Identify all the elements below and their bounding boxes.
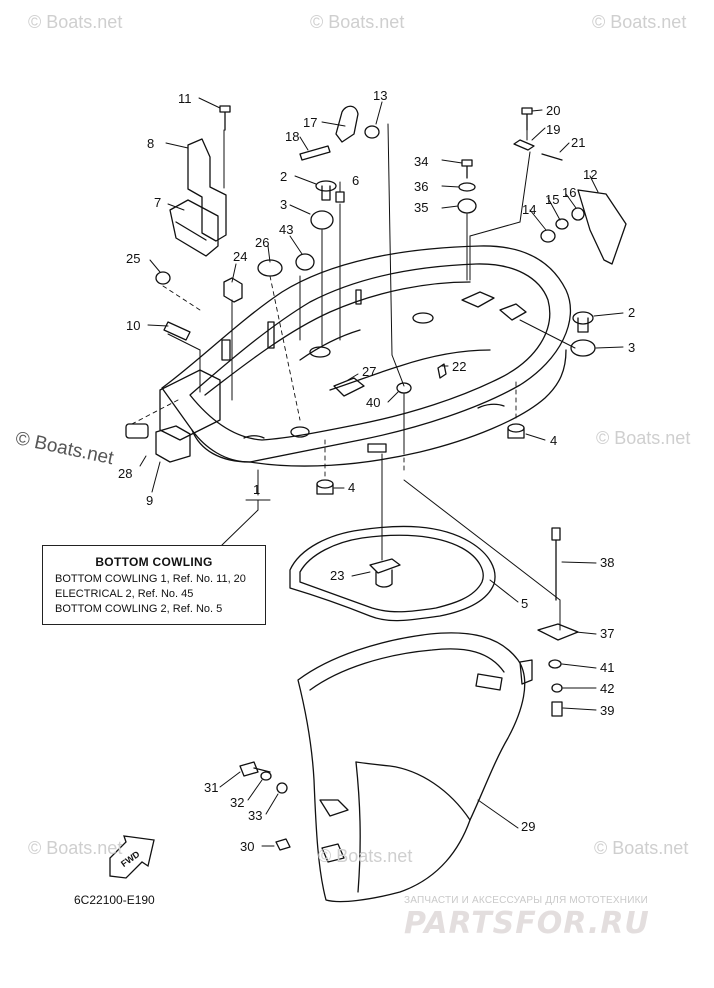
callout-41: 41 — [600, 660, 615, 675]
footer-brand-logo: PARTSFOR.RU — [404, 906, 650, 941]
watermark: © Boats.net — [28, 838, 123, 858]
lower-left-fasteners — [239, 761, 291, 851]
callout-18: 18 — [285, 129, 300, 144]
parts-legend-box: BOTTOM COWLING BOTTOM COWLING 1, Ref. No… — [42, 545, 266, 625]
parts-legend-line: BOTTOM COWLING 2, Ref. No. 5 — [55, 603, 223, 615]
leader-lines — [139, 97, 624, 847]
watermark: © Boats.net — [594, 838, 689, 858]
callout-3: 3 — [280, 197, 288, 212]
callout-42: 42 — [600, 681, 615, 696]
bottom-cowling-lower — [297, 632, 533, 903]
callout-2: 2 — [628, 305, 636, 320]
callout-38: 38 — [600, 555, 615, 570]
callout-15: 15 — [545, 192, 560, 207]
callout-24: 24 — [233, 249, 248, 264]
callout-10: 10 — [126, 318, 141, 333]
callout-14: 14 — [522, 202, 537, 217]
callout-27: 27 — [362, 364, 377, 379]
bottom-cowling-upper — [161, 245, 571, 467]
callout-20: 20 — [546, 103, 561, 118]
callout-40: 40 — [366, 395, 381, 410]
callout-1: 1 — [253, 482, 261, 497]
left-brackets — [125, 138, 243, 463]
fasteners-top — [219, 105, 627, 495]
dashed-guides — [129, 275, 517, 477]
callout-39: 39 — [600, 703, 615, 718]
callout-25: 25 — [126, 251, 141, 266]
callout-12: 12 — [583, 167, 598, 182]
parts-legend-line: BOTTOM COWLING 1, Ref. No. 11, 20 — [55, 573, 246, 585]
callout-29: 29 — [521, 819, 536, 834]
watermark: © Boats.net — [28, 12, 123, 32]
callout-32: 32 — [230, 795, 245, 810]
watermark: © Boats.net — [592, 12, 687, 32]
callout-7: 7 — [154, 195, 162, 210]
callout-5: 5 — [521, 596, 529, 611]
callout-19: 19 — [546, 122, 561, 137]
callout-34: 34 — [414, 154, 429, 169]
callout-17: 17 — [303, 115, 318, 130]
callout-4: 4 — [348, 480, 356, 495]
callout-43: 43 — [279, 222, 294, 237]
callout-23: 23 — [330, 568, 345, 583]
callout-3: 3 — [628, 340, 636, 355]
callout-9: 9 — [146, 493, 154, 508]
watermark: © Boats.net — [318, 846, 413, 866]
footer-tagline: ЗАПЧАСТИ И АКСЕССУАРЫ ДЛЯ МОТОТЕХНИКИ — [404, 895, 649, 906]
fwd-arrow-icon — [109, 835, 155, 879]
parts-legend-title: BOTTOM COWLING — [95, 555, 213, 569]
watermark: © Boats.net — [310, 12, 405, 32]
parts-legend-line: ELECTRICAL 2, Ref. No. 45 — [55, 588, 194, 600]
watermark: © Boats.net — [596, 428, 691, 448]
callout-36: 36 — [414, 179, 429, 194]
callout-37: 37 — [600, 626, 615, 641]
callout-33: 33 — [248, 808, 263, 823]
callout-28: 28 — [118, 466, 133, 481]
callout-21: 21 — [571, 135, 586, 150]
cowling-seal — [289, 525, 496, 622]
callout-11: 11 — [178, 91, 192, 106]
callout-4: 4 — [550, 433, 558, 448]
callout-8: 8 — [147, 136, 155, 151]
callout-22: 22 — [452, 359, 467, 374]
callout-2: 2 — [280, 169, 288, 184]
callout-30: 30 — [240, 839, 255, 854]
callout-6: 6 — [352, 173, 360, 188]
callout-31: 31 — [204, 780, 219, 795]
callout-13: 13 — [373, 88, 388, 103]
callout-35: 35 — [414, 200, 429, 215]
callout-26: 26 — [255, 235, 270, 250]
callout-16: 16 — [562, 185, 577, 200]
diagram-code: 6C22100-E190 — [74, 893, 155, 907]
